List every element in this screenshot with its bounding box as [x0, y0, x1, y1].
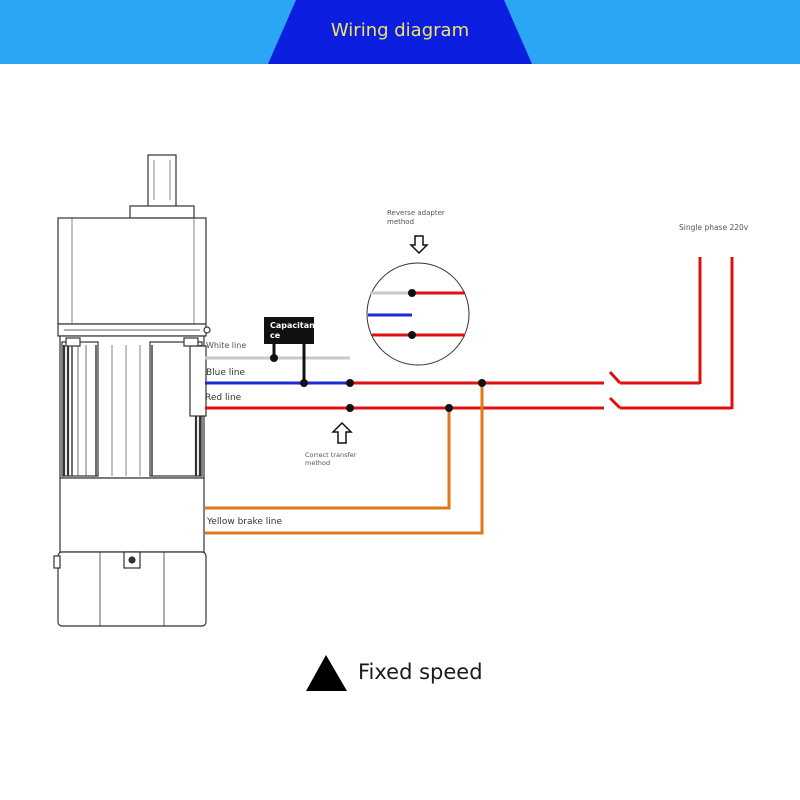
yellow-brake-wire-label: Yellow brake line [206, 517, 282, 527]
wire-red [205, 257, 734, 410]
arrow-down-icon [409, 235, 429, 255]
footer-caption: Fixed speed [358, 660, 483, 684]
correct-transfer-note: Correct transfer method [305, 421, 357, 467]
capacitor-label-line1: Capacitan [270, 321, 315, 330]
white-wire-label: White line [206, 341, 246, 350]
power-supply-label: Single phase 220v [679, 223, 749, 232]
motor-drawing [53, 154, 211, 627]
page-title: Wiring diagram [330, 20, 470, 41]
reverse-method-line1: Reverse adapter [387, 209, 445, 217]
blue-wire-label: Blue line [206, 368, 245, 378]
red-wire-label: Red line [205, 393, 242, 403]
wire-brake [205, 383, 484, 535]
capacitor: Capacitan ce [264, 317, 315, 383]
junction-dots [270, 354, 486, 412]
correct-method-line2: method [305, 459, 330, 467]
reverse-adapter-inset: Reverse adapter method [366, 209, 470, 366]
capacitor-label-line2: ce [270, 331, 281, 340]
arrow-up-icon [331, 421, 353, 444]
reverse-method-line2: method [387, 218, 414, 226]
triangle-up-icon [306, 655, 347, 691]
header-tab [268, 0, 532, 64]
correct-method-line1: Correct transfer [305, 451, 357, 459]
